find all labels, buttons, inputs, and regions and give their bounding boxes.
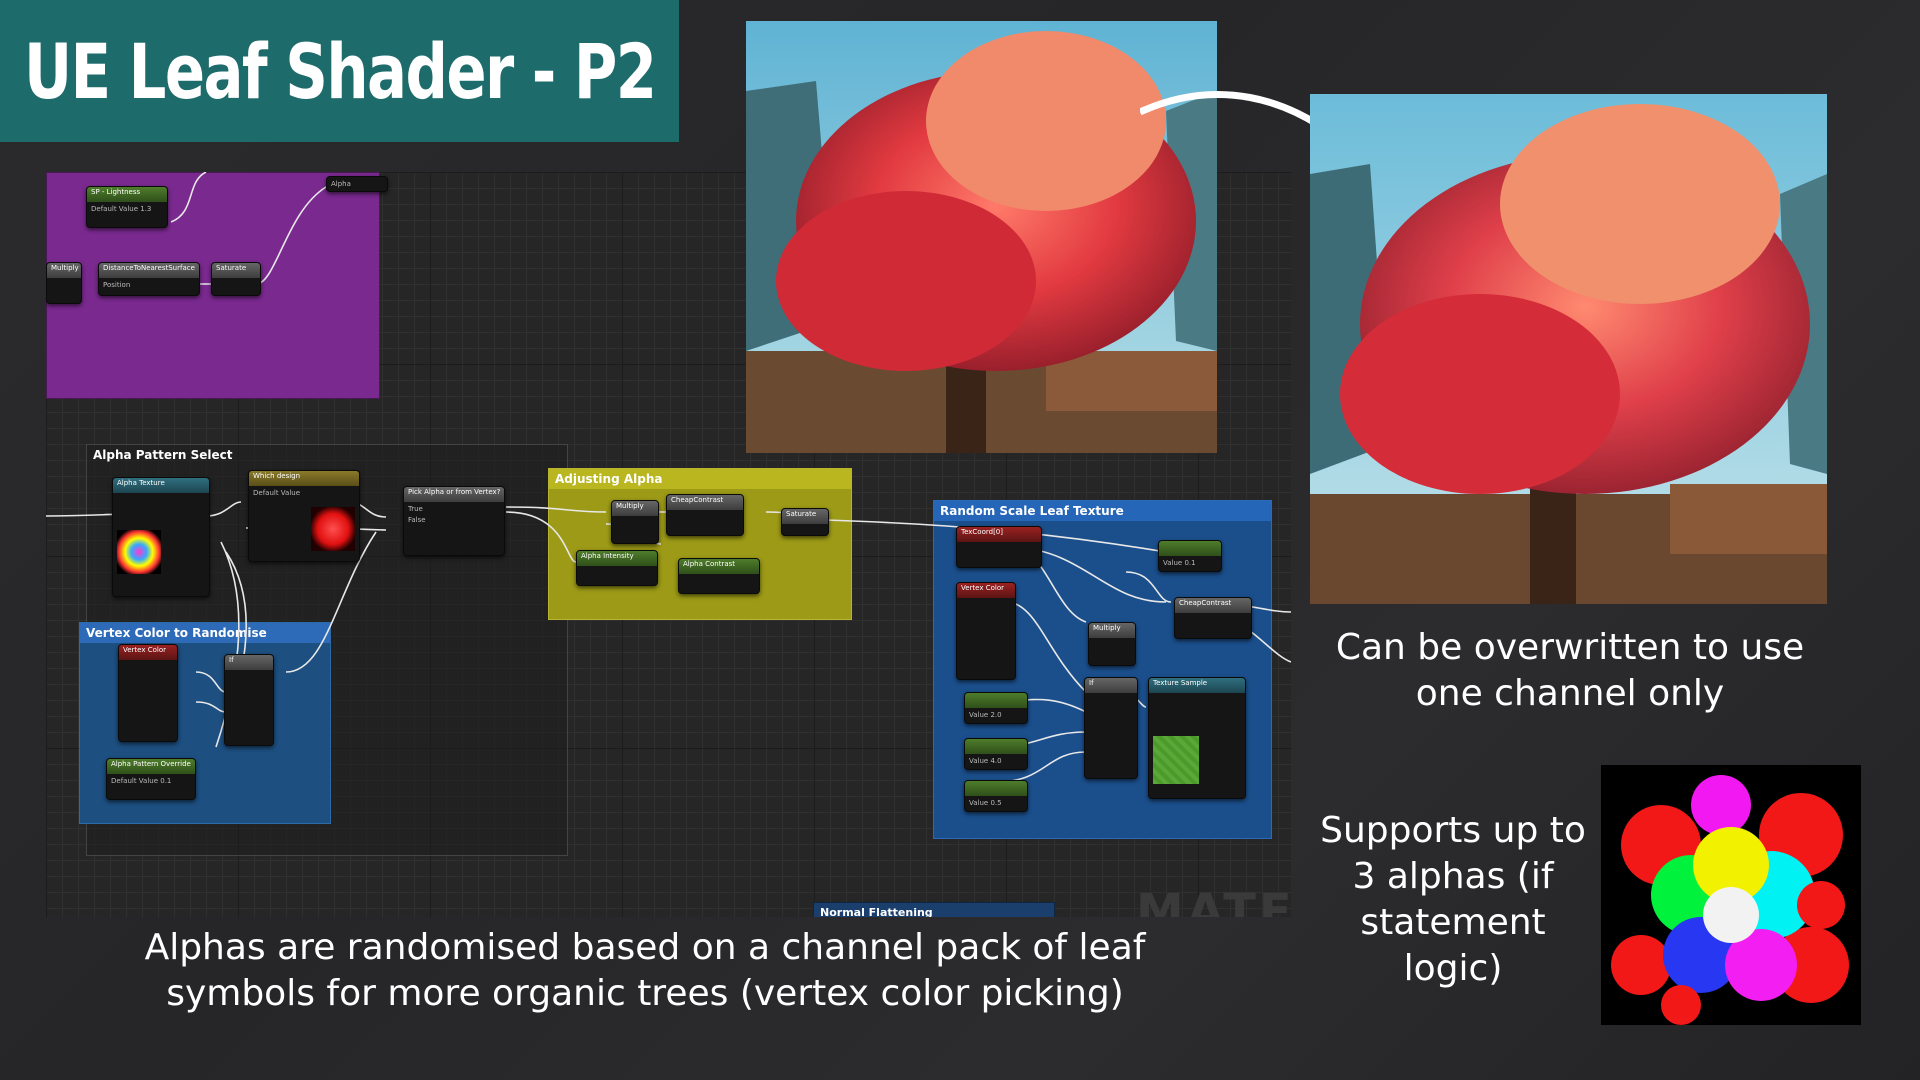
node-texture-sample[interactable]: Texture Sample	[1148, 677, 1246, 799]
tree-render-after	[1310, 94, 1827, 604]
node-which-design[interactable]: Which design Default Value	[248, 470, 360, 562]
channel-pack-preview	[1601, 765, 1861, 1025]
node-value-05[interactable]: Value 0.5	[964, 780, 1028, 812]
node-alpha-texture[interactable]: Alpha Texture	[112, 477, 210, 597]
node-title: Multiply	[47, 263, 81, 278]
title-banner: UE Leaf Shader - P2	[0, 0, 679, 142]
node-vertex-color-left[interactable]: Vertex Color	[118, 644, 178, 742]
node-title	[1159, 541, 1221, 556]
tree-render-after-image	[1310, 94, 1827, 604]
node-value: Default Value 0.1	[111, 777, 172, 785]
node-title: CheapContrast	[1175, 598, 1251, 613]
tree-render-before	[746, 21, 1217, 453]
node-title	[965, 739, 1027, 754]
node-title: Alpha Pattern Override	[107, 759, 195, 774]
comment-title: Alpha Pattern Select	[93, 448, 233, 462]
node-multiply-blue[interactable]: Multiply	[1088, 622, 1136, 666]
node-multiply-yellow[interactable]: Multiply	[611, 500, 659, 544]
node-title: Saturate	[782, 509, 828, 524]
node-if-left[interactable]: If	[224, 654, 274, 746]
node-title: If	[225, 655, 273, 670]
node-title: Texture Sample	[1149, 678, 1245, 693]
node-value-01[interactable]: Value 0.1	[1158, 540, 1222, 572]
comment-title: Adjusting Alpha	[549, 469, 851, 489]
pin-alpha: Alpha	[331, 180, 351, 188]
node-title: If	[1085, 678, 1137, 693]
node-value: Value 2.0	[969, 711, 1002, 719]
node-title: TexCoord[0]	[957, 527, 1041, 542]
node-title: Alpha Texture	[113, 478, 209, 493]
tree-render-before-image	[746, 21, 1217, 453]
node-sp-lightness[interactable]: SP - Lightness Default Value 1.3	[86, 186, 168, 228]
node-cheap-contrast-yellow[interactable]: CheapContrast	[666, 494, 744, 536]
slide-title: UE Leaf Shader - P2	[23, 26, 657, 116]
material-watermark: MATER	[1136, 884, 1291, 917]
pin-false: False	[408, 516, 426, 524]
node-title: Which design	[249, 471, 359, 486]
node-title: Saturate	[212, 263, 260, 278]
node-value-40[interactable]: Value 4.0	[964, 738, 1028, 770]
node-distance-nearest[interactable]: DistanceToNearestSurface Position	[98, 262, 200, 296]
alpha-texture-preview	[117, 530, 161, 574]
node-saturate-yellow[interactable]: Saturate	[781, 508, 829, 536]
pin-true: True	[408, 505, 423, 513]
comment-title: Vertex Color to Randomise	[80, 623, 330, 643]
node-value: Value 4.0	[969, 757, 1002, 765]
node-saturate-purple[interactable]: Saturate	[211, 262, 261, 296]
node-multiply-left[interactable]: Multiply	[46, 262, 82, 304]
node-title: DistanceToNearestSurface	[99, 263, 199, 278]
node-value: Default Value	[253, 489, 301, 497]
node-value: Value 0.1	[1163, 559, 1196, 567]
node-title: Vertex Color	[119, 645, 177, 660]
node-title: Pick Alpha or from Vertex?	[404, 487, 504, 502]
node-title: CheapContrast	[667, 495, 743, 510]
caption-alphas-randomised: Alphas are randomised based on a channel…	[144, 927, 1146, 1015]
node-title	[965, 693, 1027, 708]
node-vertex-color-right[interactable]: Vertex Color	[956, 582, 1016, 680]
node-alpha-contrast[interactable]: Alpha Contrast	[678, 558, 760, 594]
node-title: Multiply	[1089, 623, 1135, 638]
node-pick-alpha[interactable]: Pick Alpha or from Vertex? True False	[403, 486, 505, 556]
texture-sample-preview	[1153, 736, 1199, 784]
comment-adjusting-alpha[interactable]: Adjusting Alpha	[548, 468, 852, 620]
node-title: Alpha Contrast	[679, 559, 759, 574]
node-title	[965, 781, 1027, 796]
node-value: Value 0.5	[969, 799, 1002, 807]
node-title: Alpha Intensity	[577, 551, 657, 566]
node-title: Vertex Color	[957, 583, 1015, 598]
node-alpha-output[interactable]: Alpha	[326, 176, 388, 192]
node-title: SP - Lightness	[87, 187, 167, 202]
node-if-blue[interactable]: If	[1084, 677, 1138, 779]
pin-position: Position	[103, 281, 131, 289]
node-value: Default Value 1.3	[91, 205, 152, 213]
node-title: Multiply	[612, 501, 658, 516]
node-cheap-contrast-blue[interactable]: CheapContrast	[1174, 597, 1252, 639]
comment-normal-flattening[interactable]: Normal Flattening	[813, 902, 1055, 917]
node-alpha-intensity[interactable]: Alpha Intensity	[576, 550, 658, 586]
caption-overwritten: Can be overwritten to use one channel on…	[1335, 627, 1805, 715]
comment-title: Random Scale Leaf Texture	[934, 501, 1271, 521]
which-design-preview	[311, 507, 355, 551]
node-value-20[interactable]: Value 2.0	[964, 692, 1028, 724]
node-alpha-pattern-override[interactable]: Alpha Pattern Override Default Value 0.1	[106, 758, 196, 800]
comment-title: Normal Flattening	[820, 906, 933, 917]
channel-pack-image	[1611, 775, 1849, 1025]
caption-supports: Supports up to 3 alphas (if statement lo…	[1320, 810, 1586, 990]
node-texcoord[interactable]: TexCoord[0]	[956, 526, 1042, 568]
